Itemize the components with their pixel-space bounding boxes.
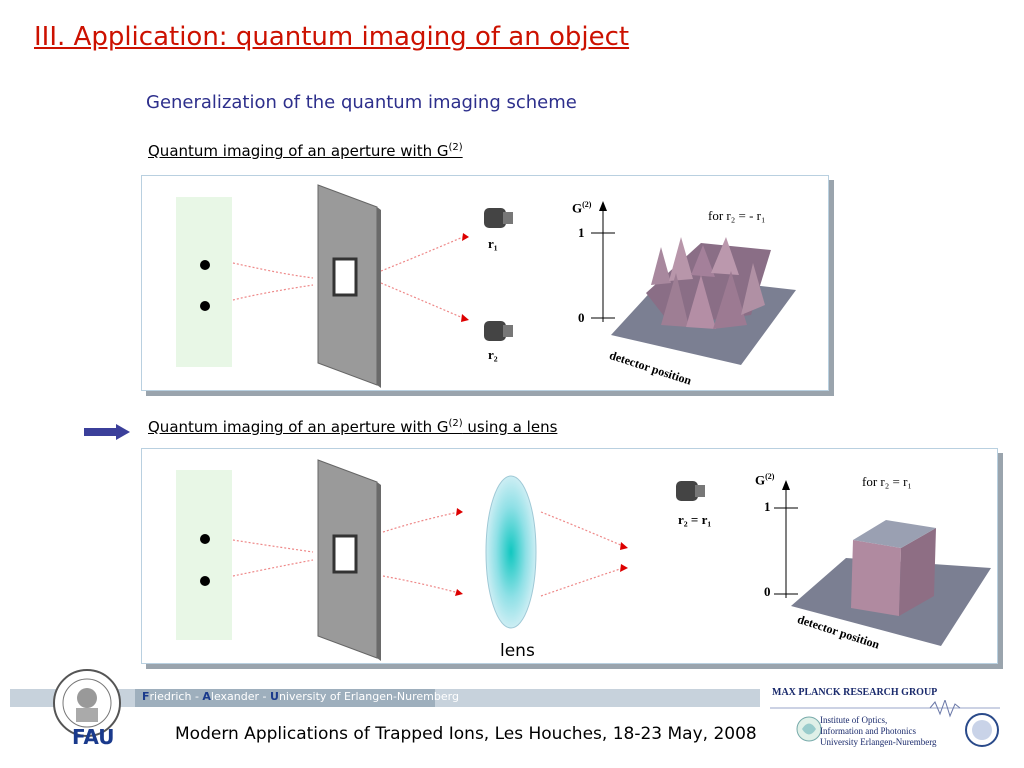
section1-label: Quantum imaging of an aperture with G xyxy=(148,142,449,160)
section1-heading: Quantum imaging of an aperture with G(2) xyxy=(148,142,463,160)
fau-logo-text: FAU xyxy=(72,725,115,749)
tick-one-label: 1 xyxy=(578,225,585,240)
detector-icon xyxy=(484,208,513,228)
detector1-label: r₁ xyxy=(488,236,498,251)
surface-plot-antipodal xyxy=(611,237,796,365)
beam-arrow xyxy=(455,589,463,596)
aperture-hole xyxy=(332,257,358,297)
section2-label: Quantum imaging of an aperture with G xyxy=(148,418,449,436)
footer-bar-dark xyxy=(135,689,435,707)
beam-path xyxy=(232,559,314,577)
condition-label: for r₂ = r₁ xyxy=(862,474,912,489)
beam-arrow xyxy=(461,314,469,322)
panel1-diagram xyxy=(176,184,796,388)
slide-subtitle: Generalization of the quantum imaging sc… xyxy=(146,92,577,113)
condition-label: for r₂ = - r₁ xyxy=(708,208,766,223)
panel2-diagram xyxy=(176,459,991,661)
beam-arrow xyxy=(620,542,628,550)
beam-arrow xyxy=(620,564,628,572)
section2-suffix: using a lens xyxy=(462,418,558,436)
beam-path xyxy=(382,511,460,533)
beam-path xyxy=(380,236,464,272)
surface-plot-box xyxy=(791,520,991,646)
signal-line-icon xyxy=(770,700,1000,718)
tick-one-label: 1 xyxy=(764,499,771,514)
arrow-right-icon xyxy=(84,424,130,440)
section1-sup: (2) xyxy=(448,142,463,153)
institute-logo-icon xyxy=(796,716,822,742)
beam-path xyxy=(380,282,464,319)
photon-source-dot xyxy=(200,260,210,270)
university-name: Friedrich - Alexander - University of Er… xyxy=(142,690,459,703)
source-slab xyxy=(176,197,232,367)
section2-heading: Quantum imaging of an aperture with G(2)… xyxy=(148,418,557,436)
beam-path xyxy=(382,575,460,594)
detector-icon xyxy=(484,321,513,341)
max-planck-group-label: MAX PLANCK RESEARCH GROUP xyxy=(772,687,938,698)
footer-conference: Modern Applications of Trapped Ions, Les… xyxy=(175,724,757,744)
detector-icon xyxy=(676,481,705,501)
beam-arrow xyxy=(456,508,463,516)
tick-zero-label: 0 xyxy=(578,310,585,325)
beam-path xyxy=(232,539,314,553)
slide-title: III. Application: quantum imaging of an … xyxy=(34,22,630,52)
tick-zero-label: 0 xyxy=(764,584,771,599)
g2-label: G(2) xyxy=(572,200,592,216)
beam-arrow xyxy=(462,233,469,241)
detector-label: r₂ = r₁ xyxy=(678,512,712,527)
photon-source-dot xyxy=(200,576,210,586)
aperture-plate-edge xyxy=(377,482,381,661)
beam-path xyxy=(540,511,624,547)
beam-path xyxy=(540,567,624,597)
lens-label: lens xyxy=(500,641,535,661)
lens-shape xyxy=(485,475,537,629)
aperture-hole xyxy=(332,534,358,574)
detector2-label: r₂ xyxy=(488,347,498,362)
g2-label: G(2) xyxy=(755,472,775,488)
photon-source-dot xyxy=(200,301,210,311)
beam-path xyxy=(232,284,314,301)
university-seal-icon xyxy=(53,669,121,737)
axis-arrow xyxy=(599,201,607,211)
aperture-plate-edge xyxy=(377,207,381,388)
photon-source-dot xyxy=(200,534,210,544)
section2-sup: (2) xyxy=(448,418,463,429)
source-slab xyxy=(176,470,232,640)
beam-path xyxy=(232,262,314,279)
max-planck-seal-icon xyxy=(965,713,999,747)
institute-name: Institute of Optics, Information and Pho… xyxy=(820,715,937,747)
axis-arrow xyxy=(782,480,790,490)
